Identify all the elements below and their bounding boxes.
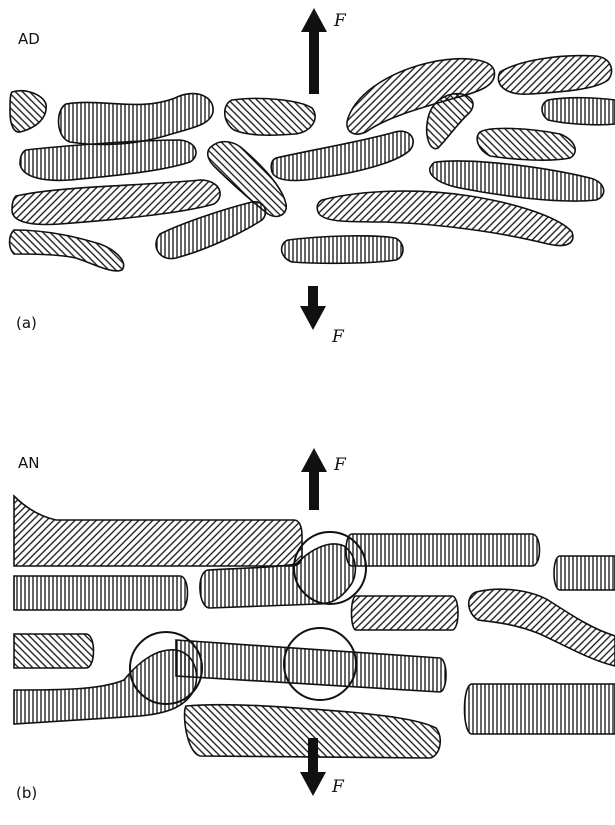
grain xyxy=(465,684,615,734)
grain xyxy=(14,576,188,610)
grain xyxy=(12,180,220,224)
grain xyxy=(14,634,94,668)
grain xyxy=(347,59,495,134)
grain xyxy=(10,230,124,271)
force-label-bottom-a: F xyxy=(331,327,345,347)
panel-a-label: AD xyxy=(18,30,40,48)
panel-b: AN F F xyxy=(14,448,615,802)
grain xyxy=(282,236,403,263)
grain xyxy=(477,128,575,160)
force-arrow-up-b xyxy=(301,448,327,510)
force-arrow-down-a xyxy=(300,286,326,330)
panel-b-caption: (b) xyxy=(16,784,37,802)
grain xyxy=(542,98,615,125)
panel-a-caption: (a) xyxy=(16,314,37,332)
grain xyxy=(498,56,611,95)
grain xyxy=(20,140,196,180)
grain xyxy=(346,534,540,566)
force-label-bottom-b: F xyxy=(331,777,345,797)
grain xyxy=(271,131,413,180)
panel-b-label: AN xyxy=(18,454,39,472)
panel-a: AD F xyxy=(10,8,615,347)
grain xyxy=(469,589,615,666)
force-label-top-a: F xyxy=(333,11,347,31)
grain xyxy=(352,596,459,630)
grain xyxy=(176,640,446,692)
force-label-top-b: F xyxy=(333,455,347,475)
grain xyxy=(225,98,315,135)
force-arrow-up-a xyxy=(301,8,327,94)
grain xyxy=(14,496,302,566)
grain xyxy=(10,91,46,132)
grain xyxy=(59,94,214,145)
grain xyxy=(554,556,615,590)
